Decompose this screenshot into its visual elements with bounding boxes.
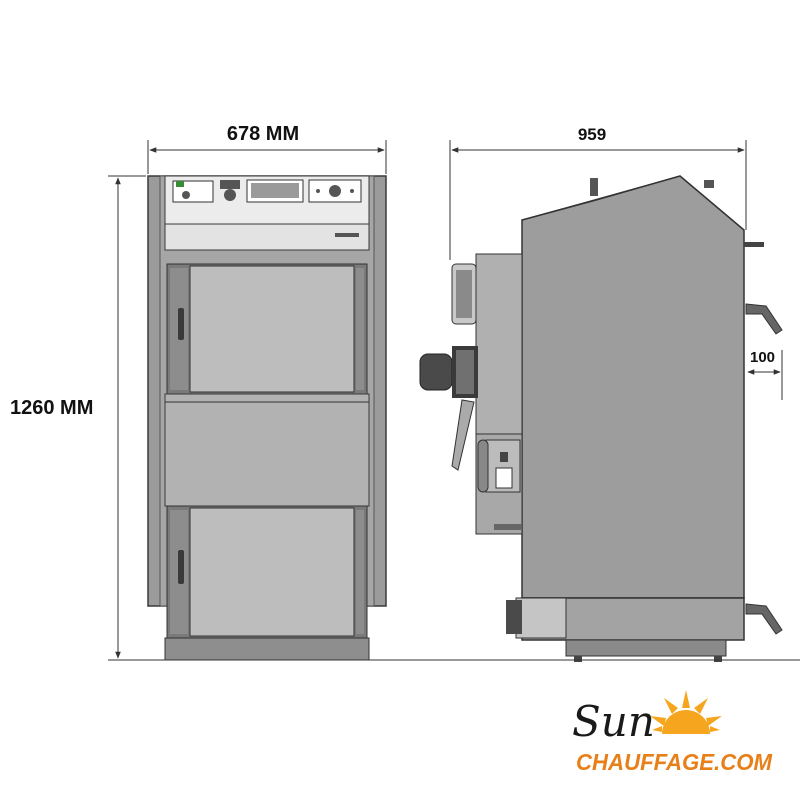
depth-dimension: 959 xyxy=(449,125,747,260)
side-view xyxy=(419,175,783,662)
depth-label: 959 xyxy=(578,125,606,144)
fan-motor xyxy=(419,346,478,398)
width-dimension: 678 MM xyxy=(147,123,387,174)
logo-tagline: CHAUFFAGE.COM xyxy=(576,749,773,775)
height-label: 1260 MM xyxy=(10,397,93,419)
control-panel xyxy=(172,179,362,203)
clearance-label: 100 xyxy=(750,349,775,366)
width-label: 678 MM xyxy=(227,123,299,145)
clearance-dimension: 100 xyxy=(747,349,783,400)
height-dimension: 1260 MM xyxy=(10,175,800,661)
lower-door xyxy=(166,505,368,639)
upper-door xyxy=(166,263,368,395)
front-view xyxy=(147,175,387,661)
sun-chauffage-logo: Sun CHAUFFAGE.COM xyxy=(572,690,773,775)
sun-icon xyxy=(650,690,722,734)
logo-word: Sun xyxy=(572,697,655,746)
